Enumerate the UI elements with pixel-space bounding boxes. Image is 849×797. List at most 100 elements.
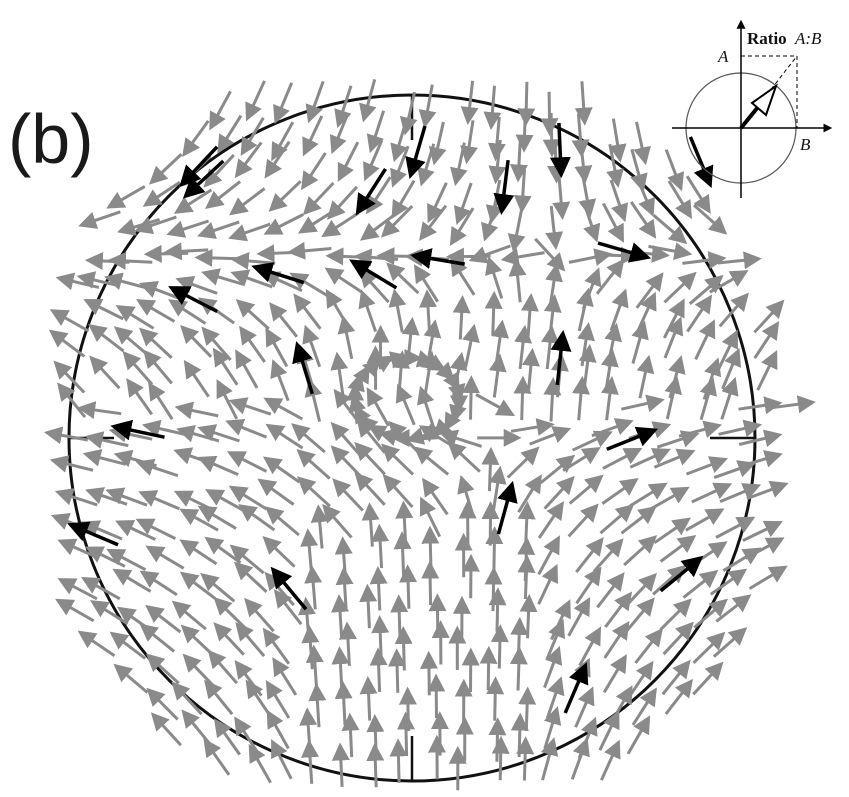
field-arrow	[203, 738, 231, 776]
field-arrow	[574, 81, 593, 126]
field-arrow	[659, 535, 697, 563]
field-arrow	[508, 257, 527, 303]
field-arrow	[488, 465, 507, 510]
highlight-arrow	[606, 426, 659, 451]
field-arrow	[519, 593, 538, 639]
field-arrow	[509, 646, 528, 691]
field-arrow	[602, 447, 643, 470]
field-arrow	[509, 137, 528, 183]
field-arrow	[324, 267, 363, 294]
field-arrow	[662, 621, 694, 656]
field-arrow	[609, 288, 629, 331]
cell-arrow	[447, 376, 466, 403]
field-arrow	[715, 594, 752, 623]
field-arrow	[138, 327, 173, 360]
field-arrow	[197, 297, 235, 325]
highlight-arrow	[493, 159, 515, 216]
field-arrow	[168, 299, 207, 325]
field-arrow	[298, 208, 337, 234]
field-arrow	[678, 420, 723, 438]
field-arrow	[510, 712, 529, 758]
field-arrow	[659, 598, 692, 631]
field-arrow	[620, 394, 665, 413]
field-arrow	[748, 565, 788, 590]
field-arrow	[332, 478, 364, 512]
field-arrow	[182, 653, 215, 687]
field-arrow	[57, 578, 98, 601]
field-arrow	[702, 357, 722, 400]
highlight-arrow	[251, 262, 305, 285]
field-arrow	[691, 482, 733, 504]
field-arrow	[484, 290, 503, 336]
field-arrow	[600, 739, 621, 781]
field-arrow	[301, 624, 320, 670]
field-arrow	[245, 679, 272, 718]
highlight-arrow	[292, 341, 314, 395]
field-arrow	[235, 622, 266, 658]
field-arrow	[717, 251, 762, 270]
field-arrow	[334, 680, 353, 726]
field-arrow	[150, 712, 183, 747]
field-arrow	[337, 141, 360, 182]
highlight-arrow	[405, 125, 427, 180]
legend-b-label: B	[800, 135, 811, 154]
field-arrow	[488, 139, 507, 185]
field-arrow	[715, 516, 756, 539]
field-arrow	[543, 645, 563, 689]
field-arrow	[180, 324, 213, 358]
field-arrow	[692, 661, 724, 696]
field-arrow	[591, 418, 634, 438]
field-arrow	[49, 455, 94, 473]
field-arrow	[264, 506, 300, 537]
field-arrow	[262, 456, 301, 484]
field-arrow	[545, 205, 564, 251]
vector-field-arrows	[43, 79, 816, 791]
field-arrow	[194, 248, 239, 267]
field-arrow	[517, 474, 542, 513]
field-arrow	[371, 615, 390, 660]
field-arrow	[601, 478, 639, 505]
field-arrow	[604, 591, 633, 628]
field-arrow	[233, 561, 268, 593]
field-arrow	[78, 210, 121, 229]
field-arrow	[173, 490, 215, 512]
field-arrow	[592, 538, 624, 573]
field-arrow	[296, 476, 331, 508]
field-arrow	[273, 82, 294, 124]
field-arrow	[48, 329, 86, 358]
field-arrow	[475, 393, 516, 416]
field-arrow	[506, 446, 540, 479]
field-arrow	[620, 506, 657, 535]
field-arrow	[122, 350, 154, 386]
field-arrow	[699, 376, 718, 421]
field-arrow	[541, 324, 559, 370]
field-arrow	[145, 545, 185, 570]
field-arrow	[80, 576, 121, 601]
field-arrow	[354, 472, 386, 506]
field-arrow	[418, 84, 437, 129]
field-arrow	[113, 326, 149, 357]
field-arrow	[89, 355, 121, 390]
field-arrow	[126, 378, 154, 416]
field-arrow	[682, 569, 719, 599]
field-arrow	[163, 242, 209, 261]
field-arrow	[756, 350, 778, 391]
highlight-arrow	[179, 145, 219, 188]
field-arrow	[322, 504, 353, 539]
field-arrow	[85, 487, 128, 506]
field-arrow	[203, 153, 235, 188]
field-arrow	[578, 626, 602, 667]
field-arrow	[479, 645, 498, 691]
field-arrow	[197, 220, 240, 239]
field-arrow	[359, 676, 378, 721]
field-arrow	[545, 619, 565, 661]
field-arrow	[235, 349, 259, 389]
field-arrow	[77, 630, 116, 658]
field-arrow	[488, 587, 507, 632]
field-arrow	[514, 324, 533, 370]
field-arrow	[500, 248, 545, 266]
field-arrow	[135, 458, 179, 478]
field-arrow	[635, 291, 657, 333]
field-arrow	[771, 395, 816, 414]
field-arrow	[338, 621, 357, 666]
